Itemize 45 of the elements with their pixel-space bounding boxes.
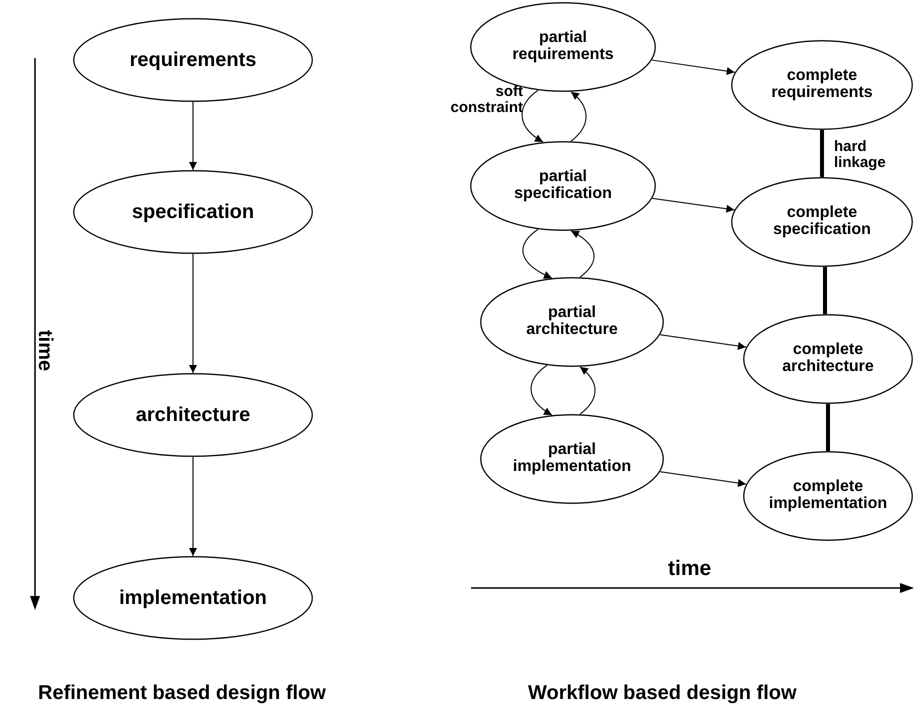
- node-label: partial specification: [513, 169, 613, 203]
- ellipse-node: [73, 170, 313, 254]
- arrow: [580, 366, 596, 415]
- node-label: specification: [130, 202, 256, 222]
- thick-line: [823, 266, 827, 314]
- axis-label: time: [35, 330, 55, 372]
- ellipse-node: [73, 556, 313, 640]
- arrow: [652, 60, 736, 75]
- arrow: [189, 456, 197, 556]
- ellipse-node: [731, 40, 913, 130]
- arrow: [652, 198, 735, 213]
- node-label: partial implementation: [512, 442, 632, 476]
- axis-label: time: [668, 558, 712, 579]
- node-label: complete architecture: [781, 342, 875, 376]
- arrow: [189, 102, 197, 170]
- node-label: partial requirements: [511, 30, 615, 64]
- ellipse-node: [731, 177, 913, 267]
- ellipse-node: [743, 314, 913, 404]
- node-label: partial architecture: [525, 305, 619, 339]
- arrow: [189, 254, 197, 374]
- arrow: [570, 91, 586, 142]
- ellipse-node: [73, 373, 313, 457]
- node-label: complete requirements: [770, 68, 874, 102]
- edge-label: soft constraint: [449, 84, 523, 116]
- caption: Refinement based design flow: [38, 683, 326, 703]
- ellipse-node: [480, 414, 664, 504]
- arrow: [522, 228, 552, 279]
- caption: Workflow based design flow: [528, 683, 797, 703]
- ellipse-node: [470, 141, 656, 231]
- thick-line: [826, 404, 830, 451]
- ellipse-node: [480, 277, 664, 367]
- ellipse-node: [73, 18, 313, 102]
- edge-label: hard linkage: [834, 139, 887, 170]
- node-label: implementation: [118, 588, 268, 608]
- arrow: [660, 334, 746, 350]
- arrow: [522, 90, 544, 143]
- arrow: [530, 364, 552, 416]
- node-label: requirements: [128, 50, 258, 70]
- arrow: [660, 471, 746, 487]
- node-label: complete specification: [772, 205, 872, 239]
- thick-line: [820, 130, 824, 177]
- node-label: complete implementation: [768, 479, 888, 513]
- arrow: [570, 230, 594, 278]
- node-label: architecture: [134, 404, 252, 426]
- ellipse-node: [743, 451, 913, 541]
